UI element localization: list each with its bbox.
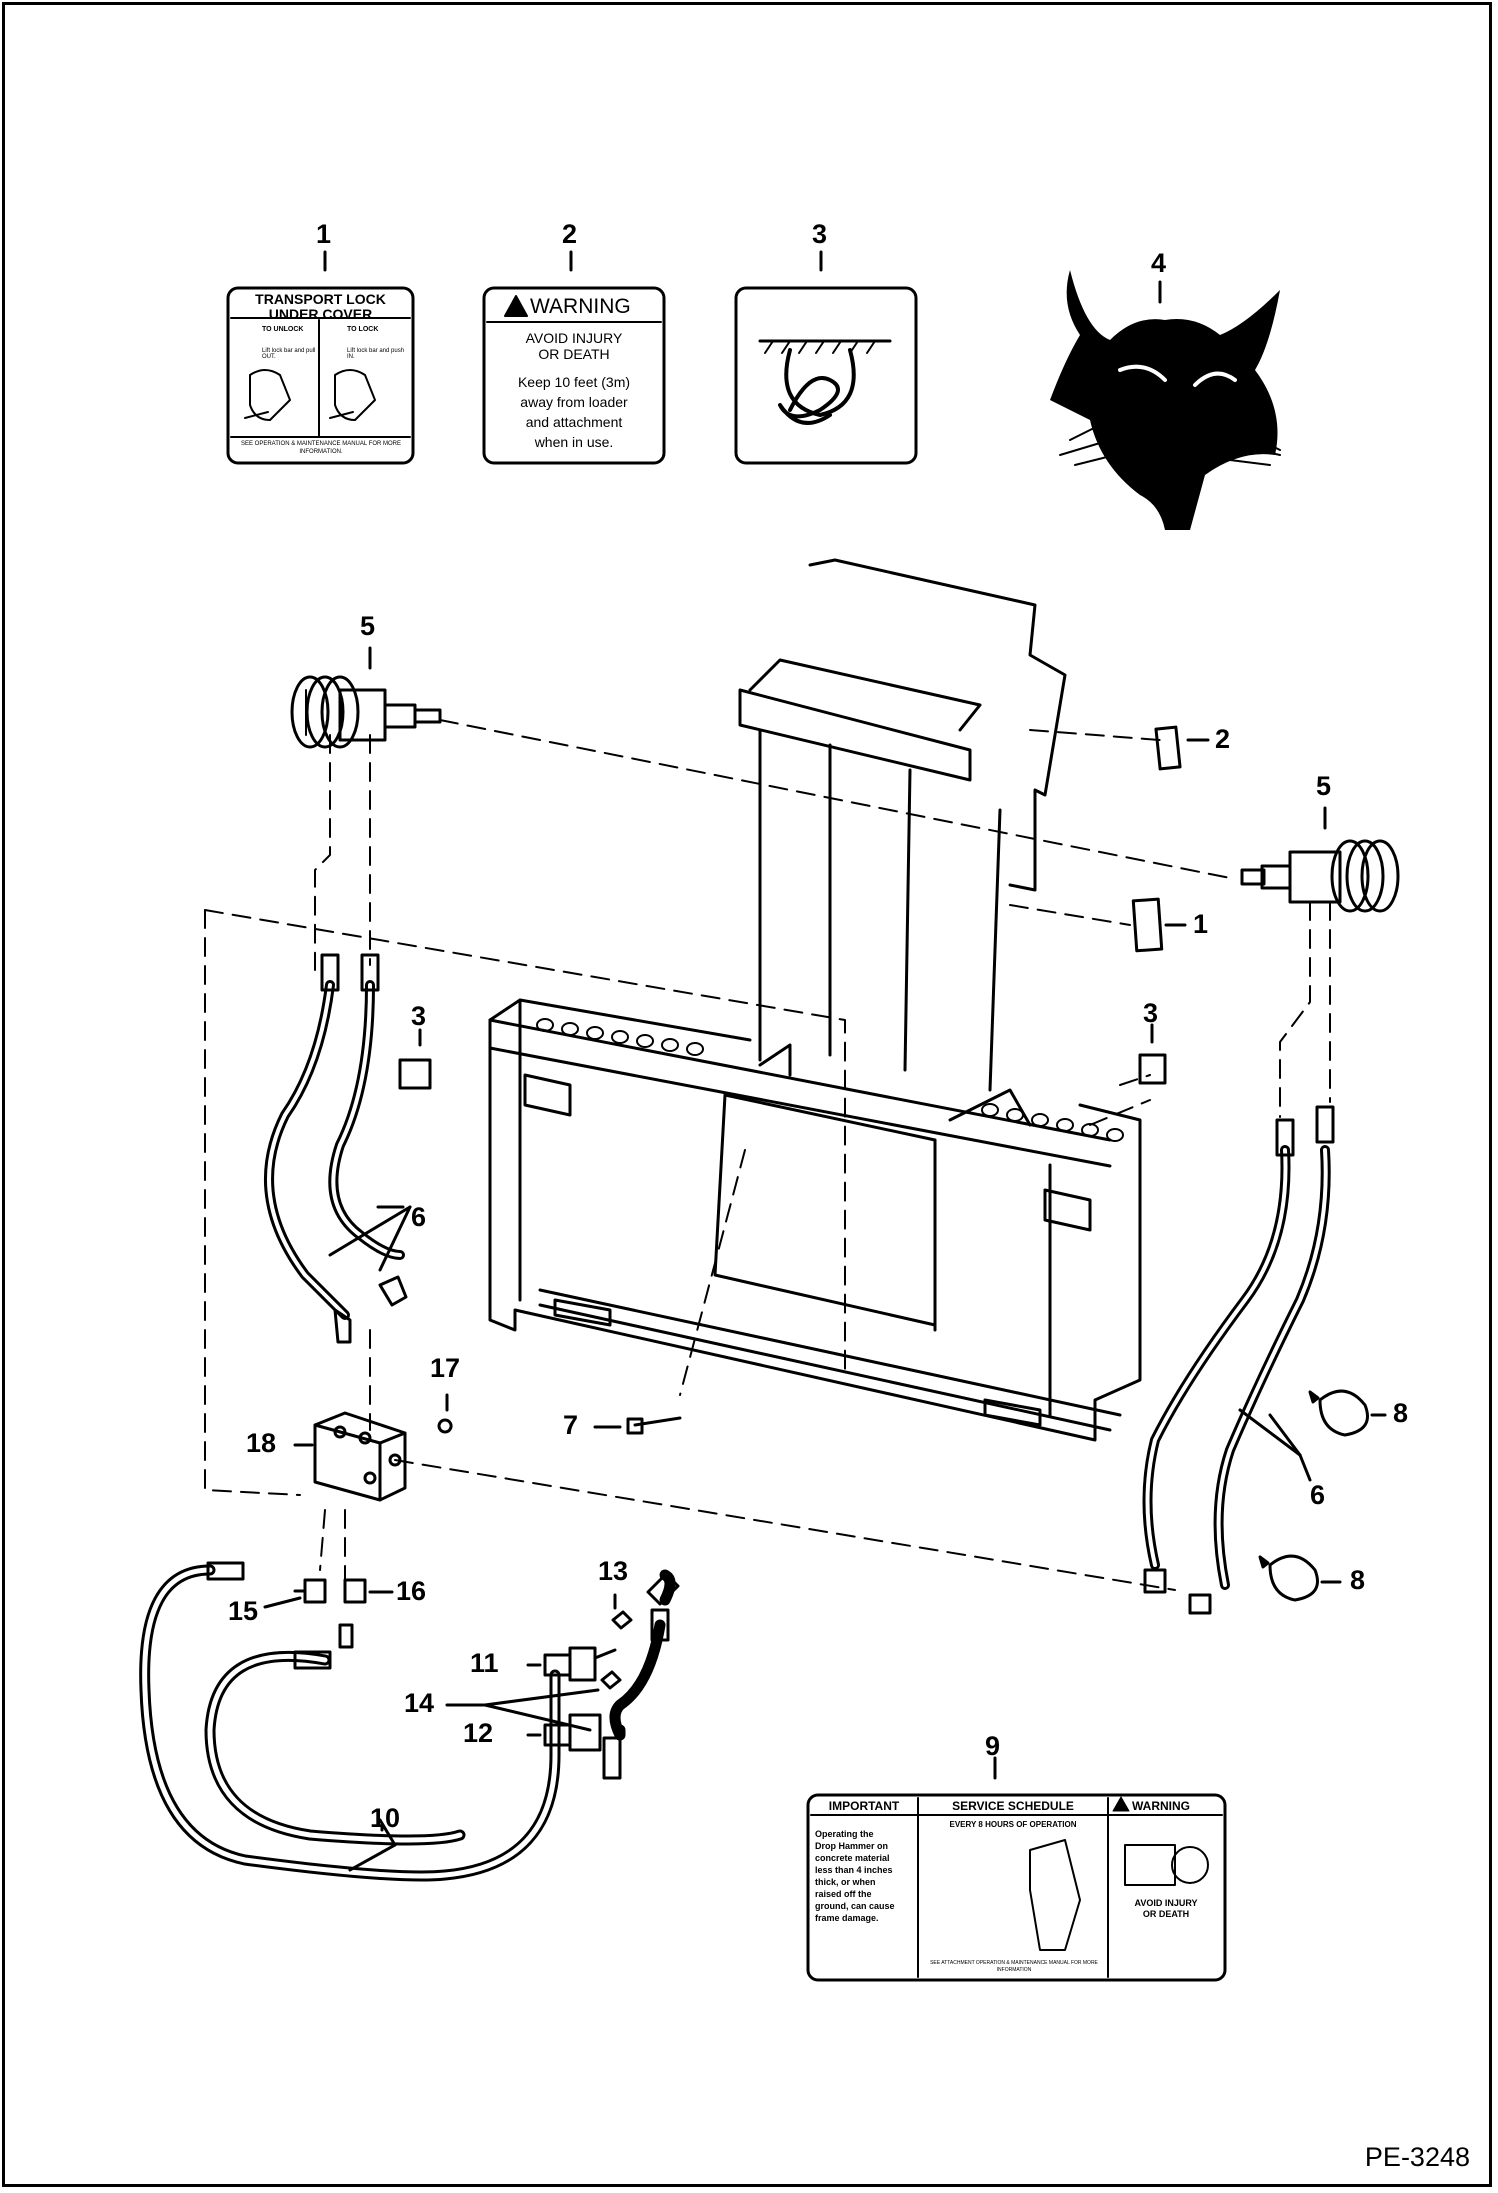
attachment-frame	[488, 558, 1142, 1442]
callout-11: 11	[470, 1648, 499, 1678]
callout-3-top: 3	[812, 219, 828, 249]
nut-17	[437, 1418, 453, 1434]
callout-5-left: 5	[360, 611, 376, 641]
decal-9-important: IMPORTANT	[828, 1799, 900, 1813]
decal-9-frame	[806, 1793, 1227, 1982]
decal-3-small-left	[398, 1058, 432, 1090]
elbow-fitting	[338, 1623, 354, 1649]
decal-9-important-body: Operating the Drop Hammer on concrete ma…	[815, 1828, 915, 1924]
clamp-8-lower	[1258, 1554, 1319, 1602]
decal-1-unlock-label: TO UNLOCK	[262, 326, 304, 333]
bolt-7	[626, 1416, 682, 1435]
callout-14: 14	[404, 1688, 435, 1718]
callout-1-top: 1	[316, 219, 332, 249]
adapter-14	[600, 1670, 622, 1690]
leader-6-right-a	[1238, 1408, 1302, 1457]
callout-13: 13	[598, 1556, 629, 1586]
decal-1-lock-text: Lift lock bar and push IN.	[347, 348, 405, 360]
decal-9-important-line: Operating the	[815, 1829, 874, 1839]
callout-16: 16	[396, 1576, 427, 1606]
hose-6-right	[1142, 1145, 1331, 1590]
decal-9-important-line: Drop Hammer on	[815, 1841, 889, 1851]
valve-block-18	[313, 1411, 407, 1502]
decal-2-small	[1154, 725, 1182, 771]
decal-2-header: WARNING	[530, 295, 631, 318]
decal-1-lock-label: TO LOCK	[347, 326, 379, 333]
callout-9: 9	[985, 1731, 1001, 1761]
leader-10-a	[348, 1843, 397, 1872]
leader-6-left-b	[378, 1205, 412, 1272]
decal-3-small-right	[1138, 1053, 1167, 1085]
callout-4-top: 4	[1151, 248, 1167, 278]
clamp-8-upper	[1308, 1389, 1369, 1437]
decal-9-avoid-line1: AVOID INJURY	[1134, 1898, 1198, 1908]
decal-1-unlock-text: Lift lock bar and pull OUT.	[262, 348, 316, 360]
callout-3-left: 3	[411, 1001, 427, 1031]
bobcat-logo-icon	[1050, 270, 1280, 530]
decal-3-frame	[734, 286, 918, 465]
callout-7: 7	[563, 1410, 579, 1440]
leader-15	[263, 1596, 302, 1609]
decal-2-line5: and attachment	[525, 414, 623, 430]
callout-18: 18	[246, 1428, 277, 1458]
decal-2-body: Keep 10 feet (3m) away from loader and a…	[487, 372, 661, 452]
decal-1-frame	[226, 286, 415, 465]
hose-6-left	[264, 980, 405, 1320]
decal-9-important-line: concrete material	[815, 1853, 890, 1863]
coupler-12	[543, 1713, 602, 1752]
frame-holes	[536, 1018, 1124, 1142]
page-id: PE-3248	[1364, 2142, 1470, 2172]
decal-2-line6: when in use.	[534, 434, 614, 450]
callout-5-right: 5	[1316, 771, 1332, 801]
callout-3-right: 3	[1143, 998, 1159, 1028]
fitting-16	[343, 1578, 367, 1604]
callout-8-lower: 8	[1350, 1565, 1366, 1595]
callout-6-left: 6	[411, 1202, 427, 1232]
decal-9-service: SERVICE SCHEDULE	[952, 1799, 1074, 1813]
decal-2-line1: AVOID INJURY	[525, 330, 623, 346]
decal-9-important-line: less than 4 inches	[815, 1865, 893, 1875]
motor-right	[1240, 839, 1400, 913]
callout-10: 10	[370, 1803, 401, 1833]
decal-1-small	[1131, 897, 1164, 953]
decal-2-title: AVOID INJURY OR DEATH	[487, 330, 661, 362]
fitting-15	[293, 1578, 327, 1604]
decal-2-line2: OR DEATH	[538, 346, 610, 362]
callout-12: 12	[463, 1718, 494, 1748]
motor-left	[290, 675, 442, 749]
decal-1-footer: SEE OPERATION & MAINTENANCE MANUAL FOR M…	[240, 441, 402, 455]
decal-9-avoid: AVOID INJURY OR DEATH	[1111, 1898, 1221, 1920]
callout-17: 17	[430, 1353, 461, 1383]
callout-2-top: 2	[562, 219, 578, 249]
callout-2-right: 2	[1215, 724, 1231, 754]
decal-9-important-line: thick, or when	[815, 1877, 876, 1887]
decal-9-important-line: raised off the	[815, 1889, 872, 1899]
leader-6-left-a	[328, 1205, 412, 1257]
leader-14-c	[483, 1703, 592, 1732]
decal-9-footer: SEE ATTACHMENT OPERATION & MAINTENANCE M…	[930, 1960, 1098, 1973]
decal-1-title-line1: TRANSPORT LOCK	[255, 291, 386, 307]
decal-9-avoid-line2: OR DEATH	[1142, 1909, 1190, 1919]
leader-14-b	[483, 1688, 600, 1707]
decal-9-warning: WARNING	[1132, 1799, 1190, 1813]
coupler-11	[543, 1646, 617, 1682]
callout-15: 15	[228, 1596, 259, 1626]
hose-10	[139, 1564, 676, 1882]
leader-6-right-b	[1268, 1413, 1302, 1457]
adapter-13	[611, 1610, 633, 1630]
decal-9-important-line: frame damage.	[815, 1913, 879, 1923]
callout-1-right: 1	[1193, 909, 1209, 939]
decal-2-line4: away from loader	[520, 394, 628, 410]
decal-1-title: TRANSPORT LOCK UNDER COVER	[231, 292, 410, 322]
callout-6-right: 6	[1310, 1480, 1326, 1510]
callout-8-upper: 8	[1393, 1398, 1409, 1428]
decal-1-title-line2: UNDER COVER	[268, 306, 373, 322]
decal-2-line3: Keep 10 feet (3m)	[517, 374, 631, 390]
decal-2-frame	[482, 286, 666, 465]
decal-9-important-line: ground, can cause	[815, 1901, 895, 1911]
decal-9-every8: EVERY 8 HOURS OF OPERATION	[949, 1820, 1077, 1829]
phantom-lines	[204, 719, 1331, 1591]
